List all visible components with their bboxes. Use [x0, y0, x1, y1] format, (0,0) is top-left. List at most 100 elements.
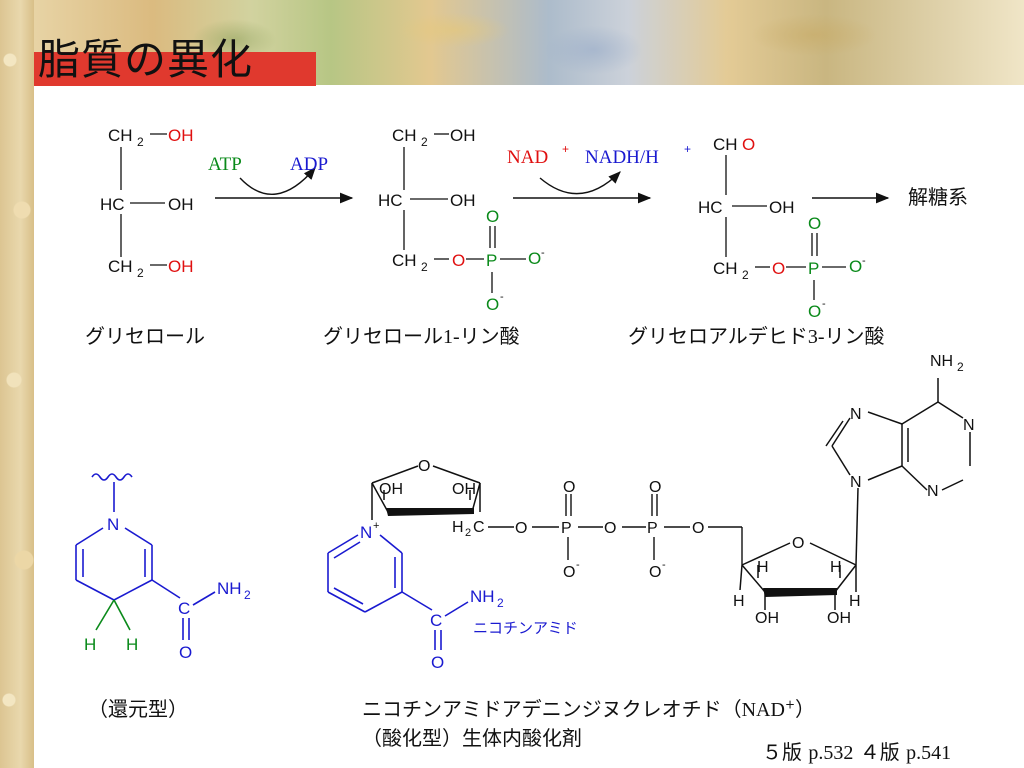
svg-text:+: +	[684, 142, 691, 156]
svg-text:N: N	[107, 515, 119, 534]
svg-text:N: N	[963, 417, 975, 434]
glycerol-hc: HC	[100, 195, 125, 214]
svg-text:P: P	[561, 520, 572, 537]
nad-plus-label: NAD	[507, 147, 548, 168]
svg-text:HC: HC	[698, 198, 723, 217]
svg-text:OH: OH	[450, 126, 476, 145]
glycerol-name: グリセロール	[85, 324, 205, 348]
glycerol-ch2-top: CH	[108, 126, 133, 145]
nad-pyrophosphate-atoms: O P O P O O O O - O -	[515, 479, 704, 581]
svg-text:O: O	[808, 302, 821, 321]
adenine-ring	[825, 378, 971, 491]
svg-text:C: C	[473, 519, 485, 536]
svg-text:O: O	[792, 535, 804, 552]
svg-text:H: H	[126, 635, 138, 654]
svg-text:NH: NH	[217, 579, 242, 598]
svg-text:O: O	[742, 135, 755, 154]
nadh-label: NADH/H	[585, 147, 659, 168]
glycerol-oh-mid: OH	[168, 195, 194, 214]
svg-text:2: 2	[421, 260, 428, 274]
svg-text:O: O	[431, 653, 444, 672]
svg-text:O: O	[808, 214, 821, 233]
svg-text:O: O	[486, 295, 499, 314]
svg-text:N: N	[360, 523, 372, 542]
svg-text:P: P	[647, 520, 658, 537]
nicotinamide-label: ニコチンアミド	[473, 619, 578, 637]
svg-text:H: H	[452, 519, 464, 536]
svg-text:NH: NH	[470, 587, 495, 606]
reduced-form-label: （還元型）	[88, 697, 188, 721]
nad-ribose-1	[371, 465, 481, 520]
slide-title: 脂質の異化	[38, 35, 254, 84]
svg-text:CH: CH	[392, 251, 417, 270]
svg-text:N: N	[850, 406, 862, 423]
svg-text:2: 2	[465, 527, 471, 539]
svg-text:CH: CH	[392, 126, 417, 145]
parchment-border	[0, 0, 34, 768]
nad-pyridinium-ring	[327, 534, 469, 650]
svg-text:-: -	[500, 291, 504, 303]
svg-text:-: -	[662, 559, 666, 571]
svg-text:OH: OH	[450, 191, 476, 210]
svg-text:N: N	[927, 483, 939, 500]
svg-text:+: +	[373, 520, 379, 532]
glycerol-1-phosphate-name: グリセロール1-リン酸	[323, 324, 520, 348]
atp-label: ATP	[208, 154, 242, 175]
svg-text:O: O	[604, 520, 616, 537]
svg-text:O: O	[692, 520, 704, 537]
glycerol-oh-top: OH	[168, 126, 194, 145]
nadh-reduced-atoms: N C NH 2 O H H	[84, 515, 251, 662]
nadh-reduced-structure	[75, 473, 216, 640]
svg-text:C: C	[430, 611, 442, 630]
glycerol-oh-bot: OH	[168, 257, 194, 276]
svg-text:2: 2	[957, 360, 964, 374]
svg-text:2: 2	[244, 588, 251, 602]
glycerol-phosphate-structure: CH 2 OH HC OH CH 2 O P O - O O -	[378, 126, 545, 314]
svg-text:H: H	[830, 559, 842, 576]
title-accent-bar	[34, 52, 316, 86]
oxidized-form-label: （酸化型）生体内酸化剤	[362, 726, 582, 750]
svg-text:CH: CH	[713, 259, 738, 278]
nad-ribose-2	[739, 487, 859, 610]
svg-text:O: O	[563, 564, 575, 581]
adp-label: ADP	[290, 154, 328, 175]
svg-text:O: O	[772, 259, 785, 278]
svg-text:2: 2	[497, 596, 504, 610]
svg-text:-: -	[541, 247, 545, 259]
textbook-reference: ５版 p.532 ４版 p.541	[762, 740, 952, 764]
svg-text:-: -	[822, 298, 826, 310]
adenine-atoms: NH 2 N N N N	[850, 353, 975, 500]
svg-text:P: P	[808, 259, 819, 278]
nad-full-name: ニコチンアミドアデニンジヌクレオチド（NAD+）	[362, 697, 816, 721]
glyceraldehyde-phosphate-structure: CH O HC OH CH 2 O P O - O O -	[698, 135, 866, 321]
svg-text:HC: HC	[378, 191, 403, 210]
svg-text:OH: OH	[827, 610, 851, 627]
glycerol-ch2-bot: CH	[108, 257, 133, 276]
svg-text:H: H	[849, 593, 861, 610]
svg-text:P: P	[486, 251, 497, 270]
svg-text:O: O	[563, 479, 575, 496]
svg-text:-: -	[576, 559, 580, 571]
svg-text:+: +	[562, 142, 569, 156]
svg-text:O: O	[649, 564, 661, 581]
svg-text:OH: OH	[452, 481, 476, 498]
svg-text:2: 2	[137, 135, 144, 149]
svg-text:O: O	[515, 520, 527, 537]
svg-text:H: H	[757, 559, 769, 576]
svg-text:O: O	[486, 207, 499, 226]
svg-text:O: O	[452, 251, 465, 270]
svg-text:O: O	[418, 458, 430, 475]
reaction-arrow-1: ATP ADP	[208, 154, 354, 204]
svg-text:C: C	[178, 599, 190, 618]
nad-pyridinium-atoms: N + C NH 2 O	[360, 520, 504, 672]
reaction-arrow-2: NAD + NADH/H +	[507, 142, 691, 204]
svg-text:2: 2	[421, 135, 428, 149]
svg-text:O: O	[649, 479, 661, 496]
svg-text:O: O	[849, 257, 862, 276]
svg-text:O: O	[528, 249, 541, 268]
glyceraldehyde-3-phosphate-name: グリセロアルデヒド3-リン酸	[628, 324, 885, 348]
svg-text:OH: OH	[769, 198, 795, 217]
svg-text:H: H	[84, 635, 96, 654]
